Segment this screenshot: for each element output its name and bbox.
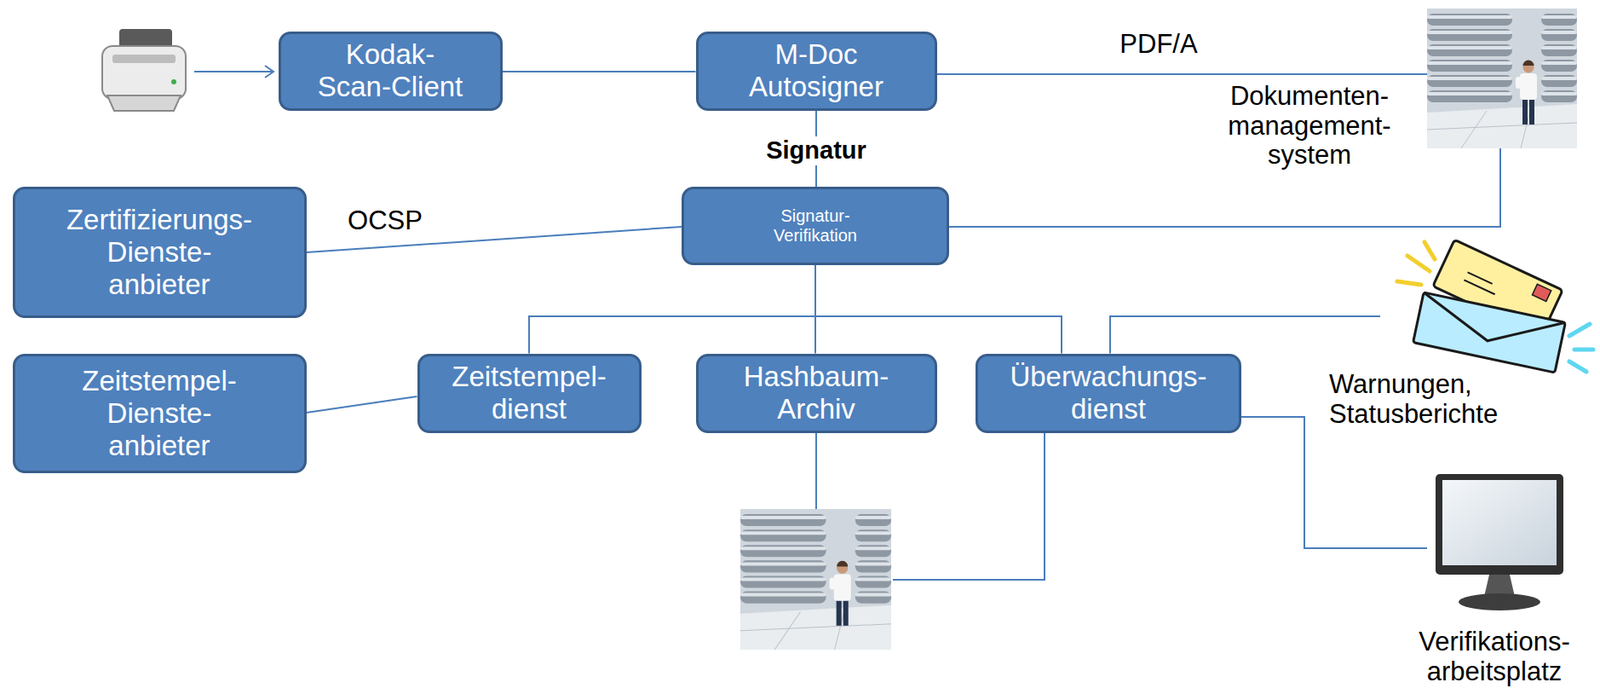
service-box: Überwachungs- dienst — [975, 353, 1242, 433]
connector-line — [1110, 316, 1381, 354]
box-label: Signatur- Verifikation — [772, 206, 859, 246]
connector-line — [306, 396, 418, 413]
edge-label: Signatur — [761, 136, 871, 165]
picture-caption: Dokumenten- management- system — [1226, 81, 1393, 171]
process-box: M-Doc Autosigner — [696, 31, 938, 111]
archive-picture — [1427, 8, 1577, 149]
box-label: Überwachungs- dienst — [1008, 360, 1209, 426]
provider-box: Zeitstempel- Dienste- anbieter — [12, 353, 307, 473]
archive-node: Dokumenten- management- system — [1427, 8, 1577, 149]
provider-box: Zertifizierungs- Dienste- anbieter — [12, 186, 307, 318]
edge-label: OCSP — [343, 205, 427, 236]
monitor-picture — [1435, 473, 1564, 611]
envelope-picture — [1397, 239, 1594, 373]
edge-label: PDF/A — [1115, 28, 1202, 60]
scanner-picture — [102, 28, 186, 111]
picture-caption: Warnungen, Statusberichte — [1329, 369, 1502, 429]
connector-line — [949, 148, 1501, 227]
envelope-node: Warnungen, Statusberichte — [1380, 253, 1592, 363]
scanner-arrow — [194, 65, 274, 78]
service-box: Hashbaum- Archiv — [696, 353, 938, 433]
process-box: Signatur- Verifikation — [681, 186, 950, 265]
service-box: Zeitstempel- dienst — [417, 353, 642, 433]
box-label: Zeitstempel- Dienste- anbieter — [80, 364, 239, 462]
monitor-node: Verifikations- arbeitsplatz — [1427, 469, 1572, 623]
process-box: Kodak- Scan-Client — [278, 31, 503, 111]
picture-caption: Verifikations- arbeitsplatz — [1417, 627, 1572, 686]
box-label: Zertifizierungs- Dienste- anbieter — [64, 203, 254, 301]
connector-line — [529, 264, 816, 354]
connector-line — [1241, 416, 1428, 548]
box-label: Kodak- Scan-Client — [316, 38, 465, 104]
connector-line — [937, 73, 1428, 75]
box-label: M-Doc Autosigner — [748, 38, 886, 104]
archive-wire — [816, 421, 1045, 580]
archive-picture — [740, 508, 892, 650]
connector-line — [502, 70, 697, 73]
box-label: Hashbaum- Archiv — [742, 360, 891, 426]
box-label: Zeitstempel- dienst — [450, 360, 609, 426]
connector-line — [815, 264, 1062, 354]
